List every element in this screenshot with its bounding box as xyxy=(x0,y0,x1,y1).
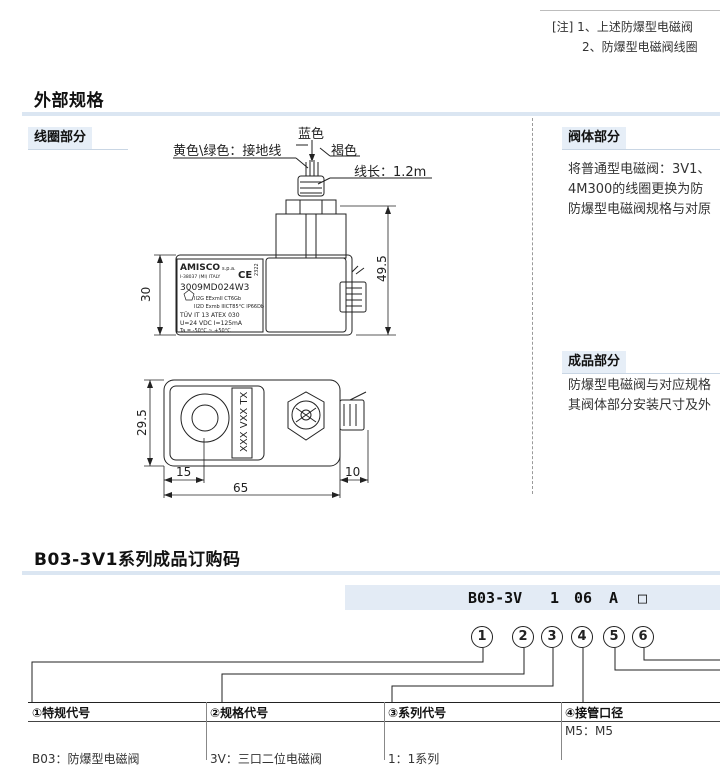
coil-technical-drawing: AMISCO s.p.a. I-38037 (MI) ITALY CE 3009… xyxy=(135,126,432,498)
nameplate-cert-1: II2G EExmII CT6Gb xyxy=(194,296,241,302)
wire-ends xyxy=(305,160,319,176)
coil-label-underline xyxy=(28,149,128,150)
top-view-bore-outer xyxy=(180,393,230,443)
connector-2 xyxy=(221,648,525,702)
table-col-sep-1 xyxy=(206,702,207,760)
column-divider xyxy=(532,118,533,494)
valve-section-label: 阀体部分 xyxy=(562,127,627,149)
label-yellow-green-wire: 黄色\绿色：接地线 xyxy=(173,143,281,159)
order-circle-6: 6 xyxy=(632,626,654,648)
section-title-order-code: B03-3V1系列成品订购码 xyxy=(34,550,241,570)
nameplate-brand-suffix: s.p.a. xyxy=(222,266,236,272)
order-code-part-1: 1 xyxy=(550,589,560,607)
note-line-2: 2、防爆型电磁阀线圈 xyxy=(582,40,698,54)
cell-spec-code: 3V：三口二位电磁阀 xyxy=(210,752,322,766)
order-circle-3: 3 xyxy=(541,626,563,648)
label-brown-wire: 褐色 xyxy=(331,143,357,159)
leader-brown xyxy=(319,147,331,157)
order-code-part-a: A xyxy=(609,589,619,607)
dim-label-15: 15 xyxy=(176,465,191,479)
order-code-part-06: 06 xyxy=(574,589,593,607)
nameplate-side-code: 2322 xyxy=(254,263,260,276)
ex-mark-icon xyxy=(183,289,195,301)
nameplate-rating: U=24 VDC I=125mA xyxy=(180,320,243,327)
top-view-marking: XXX VXX TX xyxy=(239,391,250,452)
section-title-external-spec: 外部规格 xyxy=(34,91,104,111)
valve-text-3: 防爆型电磁阀规格与对原 xyxy=(568,202,712,217)
order-code-part-box: □ xyxy=(638,589,648,607)
nameplate-origin: I-38037 (MI) ITALY xyxy=(180,274,221,280)
connector-5 xyxy=(614,648,720,671)
order-circle-1: 1 xyxy=(471,626,493,648)
coil-body xyxy=(175,254,353,336)
cable-sheath xyxy=(297,175,325,197)
gland-nut xyxy=(285,199,337,215)
gland-body xyxy=(275,213,347,259)
product-text-2: 其阀体部分安装尺寸及外 xyxy=(568,398,712,413)
product-section-label: 成品部分 xyxy=(562,351,627,373)
section-bar-order-code xyxy=(22,571,720,575)
nameplate-cert-2: II2D Exmb IIICT85°C IP66Db xyxy=(194,304,264,310)
order-connector-lines xyxy=(31,648,720,702)
dim-label-49-5: 49.5 xyxy=(375,255,389,282)
product-label-underline xyxy=(562,373,720,374)
dim-label-29-5: 29.5 xyxy=(135,409,149,436)
header-special-code: ①特规代号 xyxy=(32,706,91,720)
note-line-1: [注] 1、上述防爆型电磁阀 xyxy=(552,20,693,34)
order-circle-2: 2 xyxy=(512,626,534,648)
table-col-sep-2 xyxy=(384,702,385,760)
table-col-sep-3 xyxy=(561,702,562,760)
valve-text-2: 4M300的线圈更换为防 xyxy=(568,182,704,197)
top-view-gland-hex xyxy=(287,391,325,441)
nameplate-ce-mark: CE xyxy=(238,270,252,281)
order-code-band xyxy=(345,585,720,610)
coil-side-connector xyxy=(339,281,367,313)
coil-section-label: 线圈部分 xyxy=(28,127,93,149)
cell-port-size: M5：M5 xyxy=(565,724,613,738)
dim-label-65: 65 xyxy=(233,481,248,495)
product-text-1: 防爆型电磁阀与对应规格 xyxy=(568,378,712,393)
header-series-code: ③系列代号 xyxy=(388,706,447,720)
top-view-bore-inner xyxy=(191,404,219,432)
nameplate-frame xyxy=(176,258,264,333)
order-circle-4: 4 xyxy=(571,626,593,648)
connector-3 xyxy=(391,648,554,702)
order-table-header xyxy=(28,702,720,722)
valve-text-1: 将普通型电磁阀：3V1、 xyxy=(568,162,711,177)
valve-label-underline xyxy=(562,149,720,150)
header-spec-code: ②规格代号 xyxy=(210,706,269,720)
label-blue-wire: 蓝色 xyxy=(298,126,324,142)
connector-6 xyxy=(643,648,720,661)
cell-special-code: B03：防爆型电磁阀 xyxy=(32,752,140,766)
connector-1 xyxy=(31,648,484,702)
section-bar-external-spec xyxy=(22,112,720,116)
nameplate-model: 3009MD024W3 xyxy=(180,283,249,293)
nameplate-cert-3: TÜV IT 13 ATEX 030 xyxy=(179,312,240,319)
dim-label-10: 10 xyxy=(345,465,360,479)
order-circle-5: 5 xyxy=(603,626,625,648)
nameplate-temp: Ta = -50°C ~ +50°C xyxy=(179,328,231,334)
dim-label-30: 30 xyxy=(139,287,153,302)
notes-top-rule xyxy=(540,10,720,11)
cell-series-code: 1：1系列 xyxy=(388,752,440,766)
header-port-size: ④接管口径 xyxy=(565,706,624,720)
nameplate-brand: AMISCO xyxy=(180,263,220,273)
label-wire-length: 线长：1.2m xyxy=(354,165,426,180)
order-code-part-series: B03-3V xyxy=(468,589,523,607)
